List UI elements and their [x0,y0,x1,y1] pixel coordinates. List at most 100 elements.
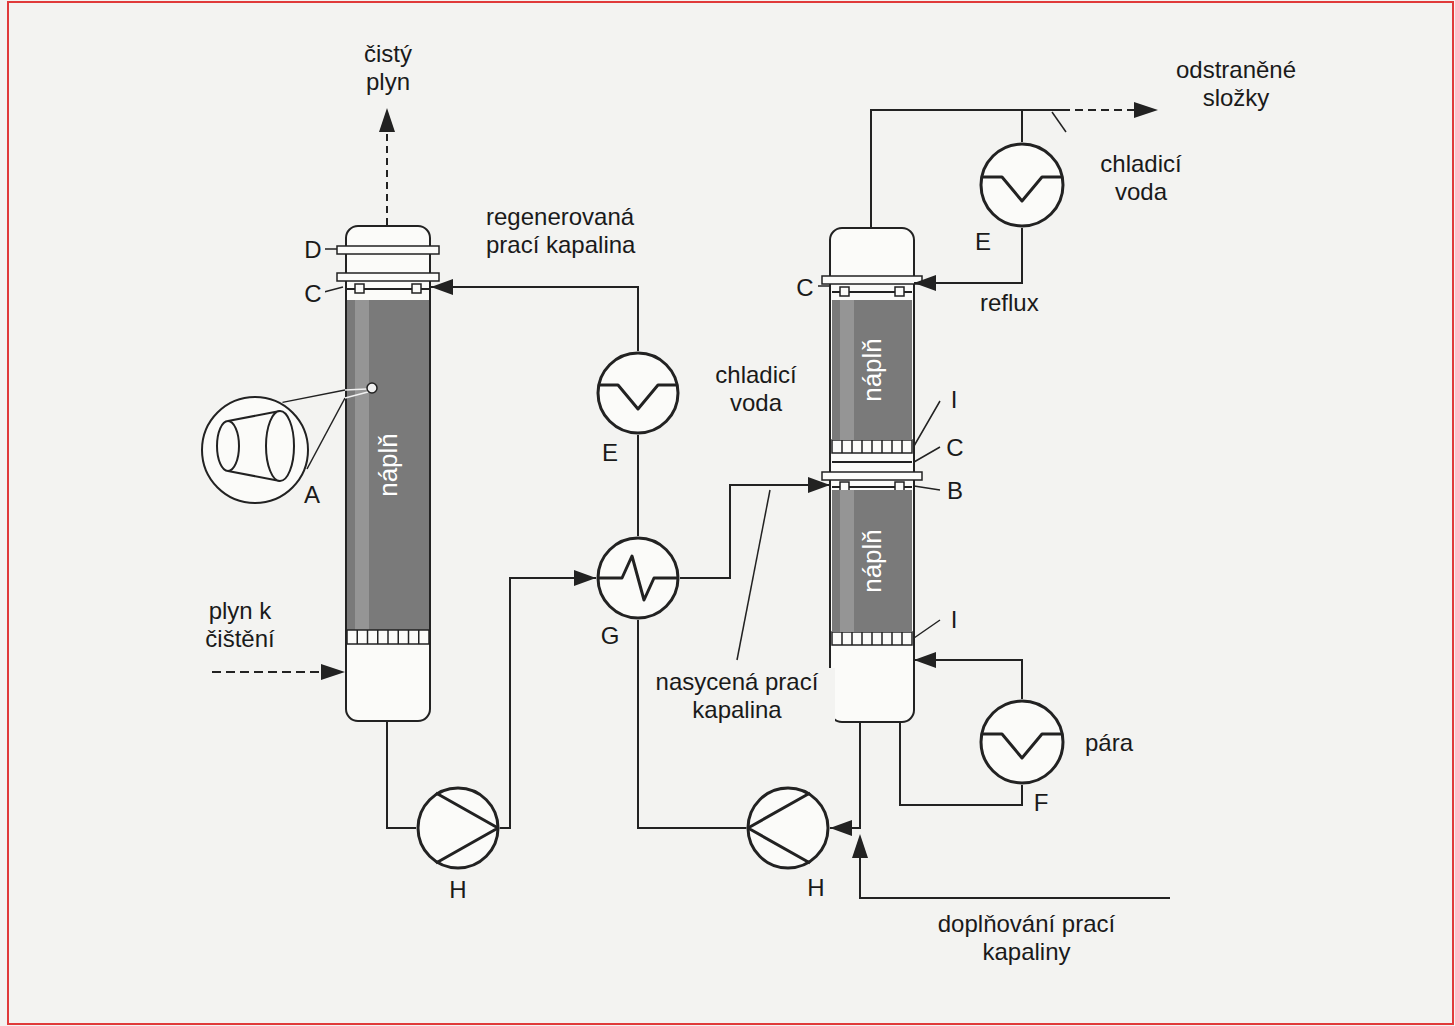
callout-letter: I [943,386,965,414]
support-grid [832,632,912,645]
callout-letter: B [943,477,967,505]
callout-letter: C [301,280,325,308]
callout-letter: H [804,874,828,902]
coil-symbol [981,177,1063,201]
arrow-head [321,664,345,680]
gas-outlet-line [386,130,388,225]
grid-bar [377,630,379,644]
distributor-nozzle [840,287,849,296]
stream-label: nasycená prací kapalina [639,668,835,725]
vapour-line [1022,109,1062,111]
distributor-nozzle [840,482,849,491]
leader-line [914,401,940,638]
node-outline [830,228,914,440]
distributor-nozzle [355,284,364,293]
packing-ring-marker [367,383,377,393]
page-frame [8,2,1453,1024]
leader-line [324,249,343,292]
coil-symbol [598,385,678,409]
vapour-outlet-line [1062,109,1136,111]
heat-exchanger: G [596,536,680,620]
stream-label: plyn k čištění [176,597,304,654]
packing-bed [832,490,912,632]
pump-symbol: H [416,786,500,870]
stream-label: regenerovaná prací kapalina [484,203,674,260]
callout-letter: E [971,228,995,256]
stream-label: doplňování prací kapaliny [924,910,1129,967]
packing-ring [266,411,294,481]
packing-shade [840,300,854,440]
node-outline [746,786,830,870]
packing-label: náplň [857,338,888,402]
packing-bed [832,300,912,440]
packing-shade [355,300,369,630]
leader-line [737,490,770,660]
stream-label: čistý plyn [348,40,428,97]
callout-letter: E [598,439,622,467]
heat-exchanger: páraF [979,699,1065,785]
pump-symbol: H [746,786,830,870]
grid-bar [408,630,410,644]
packed-column: náplň [830,228,914,440]
support-grid [832,632,912,645]
grid-bar [387,630,389,644]
inset-leader [345,389,368,398]
stream-label: odstraněné složky [1160,56,1312,113]
grid-bar [398,630,400,644]
grid-bar [357,630,359,644]
exchanger-circle [598,538,678,618]
support-grid [832,440,912,453]
node-outline [979,699,1065,785]
packing-bed [347,300,429,630]
inset-leader [307,398,345,469]
callout-letter: A [300,481,324,509]
node-outline [979,142,1065,228]
column-flange [337,246,439,254]
absorber-shell [346,226,430,721]
grid-bars [842,440,902,453]
callout-letter: C [943,434,967,462]
node-outline [416,786,500,870]
gas-inlet-line [212,671,322,673]
stream-label: pára [1085,729,1165,757]
heat-exchanger: chladicí vodaE [979,142,1065,228]
coil-symbol [981,734,1063,758]
coil-symbol [598,556,678,600]
makeup-line [860,856,1170,898]
leader-line [818,285,830,287]
pump-symbol [436,793,498,863]
grid-bar [418,630,420,644]
exchanger-circle [981,701,1063,783]
vent-tick [1052,112,1066,132]
callout-letter: I [943,606,965,634]
node-outline [596,351,680,435]
packed-column: náplň [345,225,431,722]
inset-circle [202,397,308,503]
process-line [680,485,830,578]
grid-bars [842,632,902,645]
stream-label: chladicí voda [702,361,810,418]
arrow-head [852,834,868,858]
node-outline [200,395,310,505]
node-outline [596,536,680,620]
pump-circle [748,788,828,868]
distributor-nozzle [412,284,421,293]
support-grid [347,630,429,644]
redistributor [832,461,912,463]
support-grid [832,440,912,453]
callout-letter: F [1029,789,1053,817]
grid-bar [367,630,369,644]
node-outline [830,470,914,722]
packing-ring [217,421,239,471]
column-flange [822,276,922,284]
process-line [431,287,638,351]
packing-label: náplň [373,433,404,497]
inset-leader [283,390,346,402]
column-flange [337,273,439,281]
arrow-head [379,108,395,132]
process-line [914,660,1022,699]
callout-letter: H [446,876,470,904]
pump-circle [418,788,498,868]
